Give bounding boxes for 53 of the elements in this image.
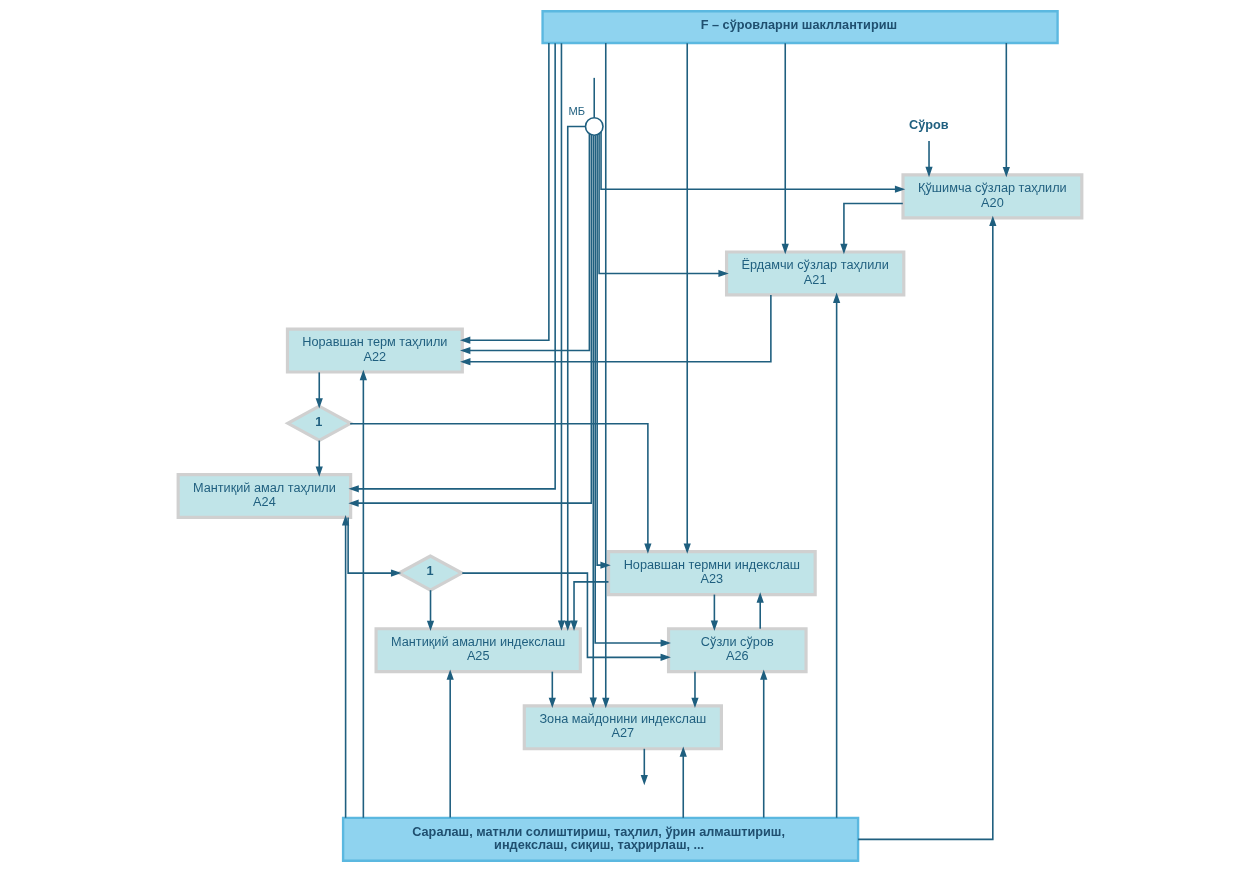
arrow [346,516,401,577]
arrow [856,215,996,841]
arrow [446,669,454,819]
node-box: Норавшан термни индекслаш A23 [606,550,817,597]
node-diamond: 1 [395,554,465,592]
arrow [348,422,651,554]
arrow [459,42,550,344]
arrow [710,593,718,631]
arrow [597,132,729,278]
node-box: Саралаш, матнли солиштириш, таҳлил, ўрин алмаштириш, индекслаш, сиқиш, таҳрирлаш, ... [341,816,859,862]
arrow [315,439,323,477]
arrow [589,134,597,708]
node-box: Мантиқий амал таҳлили A24 [176,472,352,520]
arrow [683,42,691,554]
node-box: Сўзли сўров A26 [666,627,808,674]
arrow [569,581,609,631]
arrow [460,572,671,661]
arrow [426,589,434,632]
arrow [756,592,764,630]
arrow [459,294,772,366]
arrow [599,131,905,193]
arrow [563,125,586,632]
arrow [839,202,904,255]
arrow [1002,42,1010,178]
arrow [347,134,592,507]
arrow [341,515,349,819]
arrow [595,134,611,569]
arrow [593,134,671,647]
arrow [347,42,556,493]
connector [592,77,595,119]
node-box: Қўшимча сўзлар таҳлили A20 [900,173,1083,220]
arrow [359,369,367,819]
node-box: Зона майдонини индекслаш A27 [522,704,723,751]
node-label: МБ [567,104,585,117]
arrow [601,42,609,709]
arrow [781,42,789,255]
arrow [759,669,767,819]
node-box: Мантиқий амални индекслаш A25 [374,627,582,674]
arrow [548,670,556,709]
node-box: Норавшан терм таҳлили A22 [285,327,464,374]
node-circle [584,116,604,136]
arrow [315,371,323,409]
node-box: F – сўровларни шакллантириш [540,10,1059,45]
edge-label: Сўров [908,116,949,132]
node-box: Ёрдамчи сўзлар таҳлили A21 [724,250,905,297]
arrow [679,746,687,819]
arrow [557,42,565,631]
arrow [459,133,590,355]
arrow [640,748,648,786]
arrow [924,140,933,178]
arrow [832,292,840,819]
node-diamond: 1 [284,404,354,443]
arrow [690,670,699,709]
